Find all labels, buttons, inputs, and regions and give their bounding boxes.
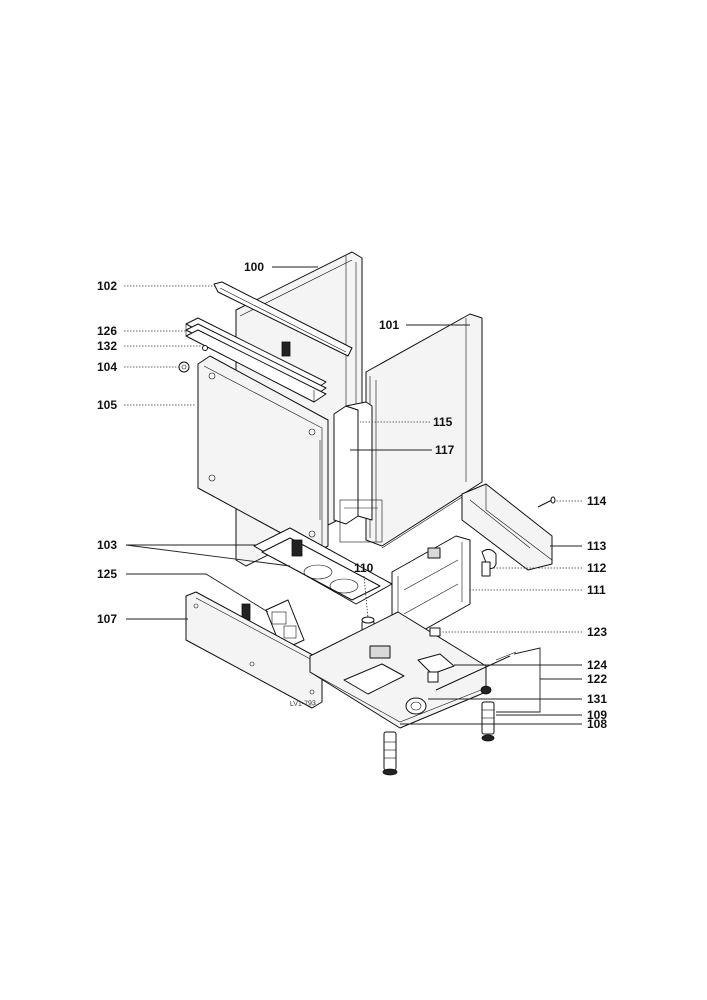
part-102-top-rail: [213, 281, 353, 357]
callout-115: 115: [433, 415, 453, 429]
callout-112: 112: [587, 561, 607, 575]
callout-123: 123: [587, 625, 607, 639]
callout-labels: 100 102 101 126 132 104 105 115 117 114 …: [97, 260, 607, 731]
part-123-clip: [429, 627, 441, 637]
part-126-top-strip: [185, 317, 327, 403]
callout-105: 105: [97, 398, 117, 412]
callout-131: 131: [587, 692, 607, 706]
callout-114: 114: [587, 494, 607, 508]
callout-126: 126: [97, 324, 117, 338]
drawing-reference: LV1-793: [290, 700, 316, 708]
part-108-foot: [382, 731, 398, 776]
callout-117: 117: [435, 443, 455, 457]
callout-124: 124: [587, 658, 607, 672]
part-104-grommet: [178, 361, 190, 373]
callout-113: 113: [587, 539, 607, 553]
callout-109: 109: [587, 708, 607, 722]
part-103-tray: [253, 527, 393, 605]
callout-122: 122: [587, 672, 607, 686]
part-124-bracket: [417, 653, 455, 683]
part-109-foot: [481, 701, 495, 742]
part-132-screw: [202, 345, 208, 351]
callout-107: 107: [97, 612, 117, 626]
part-108-base: [309, 611, 487, 729]
callout-104: 104: [97, 360, 117, 374]
part-122-rod: [435, 651, 517, 691]
callout-101: 101: [379, 318, 399, 332]
callout-125: 125: [97, 567, 117, 581]
part-115-117-duct: [333, 401, 383, 543]
callout-100: 100: [244, 260, 264, 274]
callout-111: 111: [587, 583, 606, 597]
callout-102: 102: [97, 279, 117, 293]
part-113-duct: [461, 483, 553, 571]
part-114-pin: [537, 496, 556, 508]
part-105-front-panel: [197, 355, 329, 553]
part-107-kick-plate: [185, 591, 323, 709]
callout-103: 103: [97, 538, 117, 552]
callout-132: 132: [97, 339, 117, 353]
leader-lines: [124, 266, 582, 725]
callout-110: 110: [354, 561, 374, 575]
part-112-bracket: [481, 548, 497, 577]
callout-108: 108: [587, 717, 607, 731]
part-131-knob: [405, 685, 492, 715]
